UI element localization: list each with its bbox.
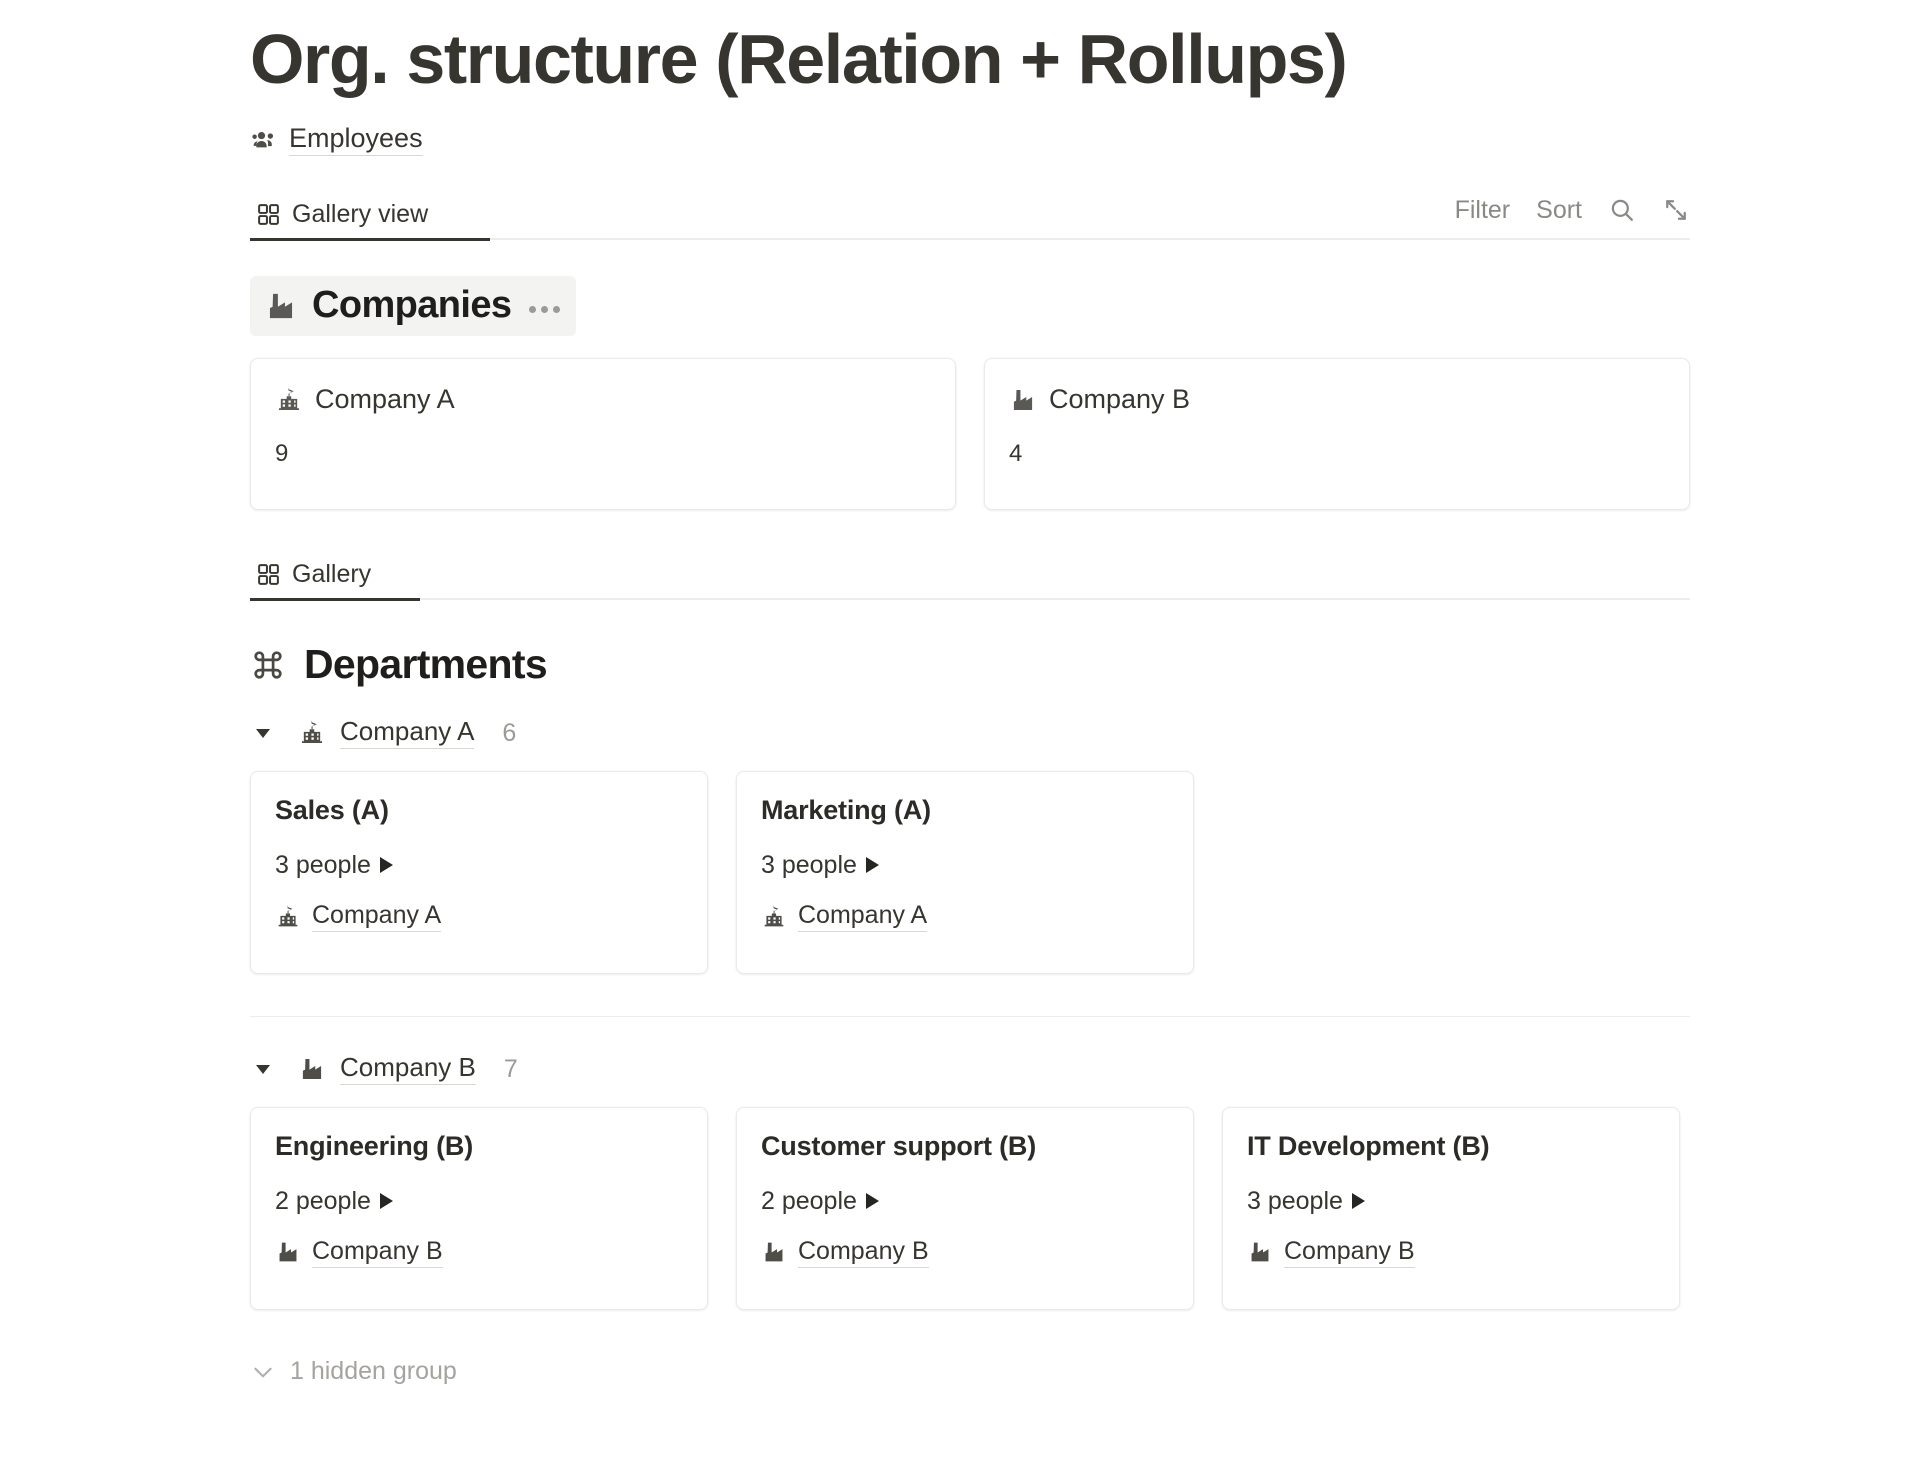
group-name-company-b[interactable]: Company B xyxy=(340,1052,476,1085)
factory-building-icon xyxy=(298,1055,326,1083)
play-triangle-icon xyxy=(379,857,393,874)
section-header-companies[interactable]: Companies xyxy=(250,276,577,336)
page-title: Org. structure (Relation + Rollups) xyxy=(250,20,1348,98)
tab-gallery[interactable]: Gallery xyxy=(250,559,377,598)
department-relation[interactable]: Company B xyxy=(1247,1237,1655,1268)
expand-arrows-icon[interactable] xyxy=(1662,196,1690,224)
search-icon[interactable] xyxy=(1608,196,1636,224)
department-card[interactable]: Marketing (A) 3 people Company A xyxy=(736,770,1194,974)
play-triangle-icon xyxy=(865,1193,879,1210)
department-people-count: 2 people xyxy=(761,1186,857,1215)
factory-building-icon xyxy=(1009,386,1037,414)
company-card[interactable]: Company A 9 xyxy=(250,357,956,510)
department-people-count: 2 people xyxy=(275,1186,371,1215)
section-header-departments: Departments xyxy=(250,640,1916,687)
company-card-header: Company B xyxy=(1009,383,1665,415)
group-count-company-a: 6 xyxy=(502,718,517,747)
play-triangle-icon xyxy=(379,1193,393,1210)
tab-gallery-view-label: Gallery view xyxy=(292,200,429,229)
company-card-count: 9 xyxy=(275,439,289,467)
factory-building-icon xyxy=(264,289,298,323)
department-people-rollup[interactable]: 3 people xyxy=(1247,1186,1655,1216)
play-triangle-icon xyxy=(1351,1193,1365,1210)
department-people-count: 3 people xyxy=(761,850,857,879)
company-card-count: 4 xyxy=(1009,439,1023,467)
school-building-icon xyxy=(275,904,301,930)
group-count-company-b: 7 xyxy=(503,1054,518,1083)
group-header-company-a[interactable]: Company A 6 xyxy=(250,716,1916,749)
sort-button[interactable]: Sort xyxy=(1536,195,1582,224)
department-relation-label: Company A xyxy=(798,901,928,932)
department-relation-label: Company B xyxy=(1284,1237,1415,1268)
hidden-group-label: 1 hidden group xyxy=(290,1356,457,1385)
department-card-title: Customer support (B) xyxy=(761,1130,1036,1161)
hidden-group-toggle[interactable]: 1 hidden group xyxy=(250,1356,1916,1386)
active-tab-underline xyxy=(250,238,490,242)
department-relation[interactable]: Company B xyxy=(761,1237,1169,1268)
department-people-count: 3 people xyxy=(275,850,371,879)
triangle-down-icon[interactable] xyxy=(252,1058,274,1080)
active-tab-underline xyxy=(250,597,420,601)
view-toolbar-primary: Gallery view Filter Sort xyxy=(250,182,1690,238)
breadcrumb-label: Employees xyxy=(289,123,423,157)
department-people-rollup[interactable]: 2 people xyxy=(275,1186,683,1216)
department-relation-label: Company B xyxy=(312,1237,443,1268)
page-content: Org. structure (Relation + Rollups) Empl… xyxy=(250,20,1916,1386)
department-card-title: Sales (A) xyxy=(275,794,389,825)
group-header-company-b[interactable]: Company B 7 xyxy=(250,1052,1916,1085)
gallery-grid-icon xyxy=(256,562,281,587)
department-card-title: Marketing (A) xyxy=(761,794,931,825)
people-group-icon xyxy=(250,125,280,155)
view-toolbar-rule-secondary xyxy=(250,597,1690,601)
view-toolbar-rule-primary xyxy=(250,238,1690,242)
tab-gallery-view[interactable]: Gallery view xyxy=(250,202,434,238)
department-relation[interactable]: Company B xyxy=(275,1237,683,1268)
department-relation-label: Company B xyxy=(798,1237,929,1268)
department-card[interactable]: Customer support (B) 2 people Company B xyxy=(736,1106,1194,1310)
view-tabs-secondary: Gallery xyxy=(250,542,377,598)
command-loop-icon xyxy=(250,647,286,683)
triangle-down-icon[interactable] xyxy=(252,722,274,744)
breadcrumb[interactable]: Employees xyxy=(250,123,423,157)
view-toolbar-actions: Filter Sort xyxy=(1455,196,1690,238)
view-tabs-primary: Gallery view xyxy=(250,182,434,238)
section-title-departments: Departments xyxy=(304,640,548,687)
chevron-down-icon xyxy=(250,1359,276,1385)
department-relation[interactable]: Company A xyxy=(275,901,683,932)
tab-gallery-label: Gallery xyxy=(292,559,372,588)
department-people-count: 3 people xyxy=(1247,1186,1343,1215)
company-card[interactable]: Company B 4 xyxy=(984,357,1690,510)
section-title-companies: Companies xyxy=(312,284,512,327)
department-card-row-company-a: Sales (A) 3 people Company A Mar xyxy=(250,770,1916,974)
factory-building-icon xyxy=(1247,1239,1273,1265)
department-card[interactable]: Engineering (B) 2 people Company B xyxy=(250,1106,708,1310)
group-divider xyxy=(250,1015,1690,1017)
ellipsis-icon[interactable] xyxy=(529,305,561,313)
factory-building-icon xyxy=(275,1239,301,1265)
department-card-title: Engineering (B) xyxy=(275,1130,473,1161)
department-card-title: IT Development (B) xyxy=(1247,1130,1490,1161)
company-card-title: Company A xyxy=(315,383,455,414)
view-toolbar-secondary: Gallery xyxy=(250,542,1690,598)
department-people-rollup[interactable]: 3 people xyxy=(761,850,1169,880)
school-building-icon xyxy=(298,719,326,747)
play-triangle-icon xyxy=(865,857,879,874)
factory-building-icon xyxy=(761,1239,787,1265)
group-name-company-a[interactable]: Company A xyxy=(340,716,475,749)
companies-card-row: Company A 9 Company B 4 xyxy=(250,357,1916,510)
department-relation-label: Company A xyxy=(312,901,442,932)
company-card-title: Company B xyxy=(1049,383,1191,414)
company-card-header: Company A xyxy=(275,383,931,415)
school-building-icon xyxy=(275,386,303,414)
department-card[interactable]: IT Development (B) 3 people Company B xyxy=(1222,1106,1680,1310)
department-people-rollup[interactable]: 2 people xyxy=(761,1186,1169,1216)
department-card-row-company-b: Engineering (B) 2 people Company B Custo… xyxy=(250,1106,1916,1310)
school-building-icon xyxy=(761,904,787,930)
filter-button[interactable]: Filter xyxy=(1454,195,1511,224)
department-card[interactable]: Sales (A) 3 people Company A xyxy=(250,770,708,974)
department-relation[interactable]: Company A xyxy=(761,901,1169,932)
department-people-rollup[interactable]: 3 people xyxy=(275,850,683,880)
gallery-grid-icon xyxy=(256,202,281,227)
